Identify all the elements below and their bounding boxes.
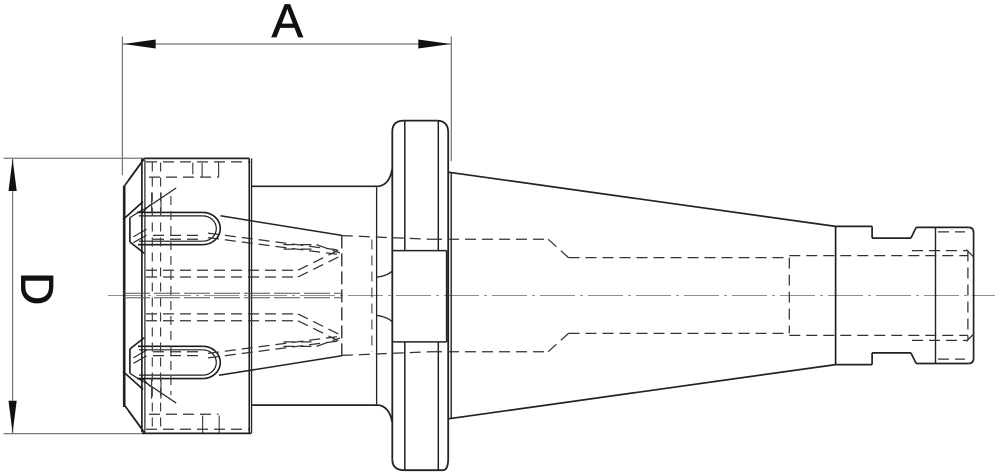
svg-text:D: D [11, 272, 62, 305]
svg-text:A: A [272, 0, 304, 47]
